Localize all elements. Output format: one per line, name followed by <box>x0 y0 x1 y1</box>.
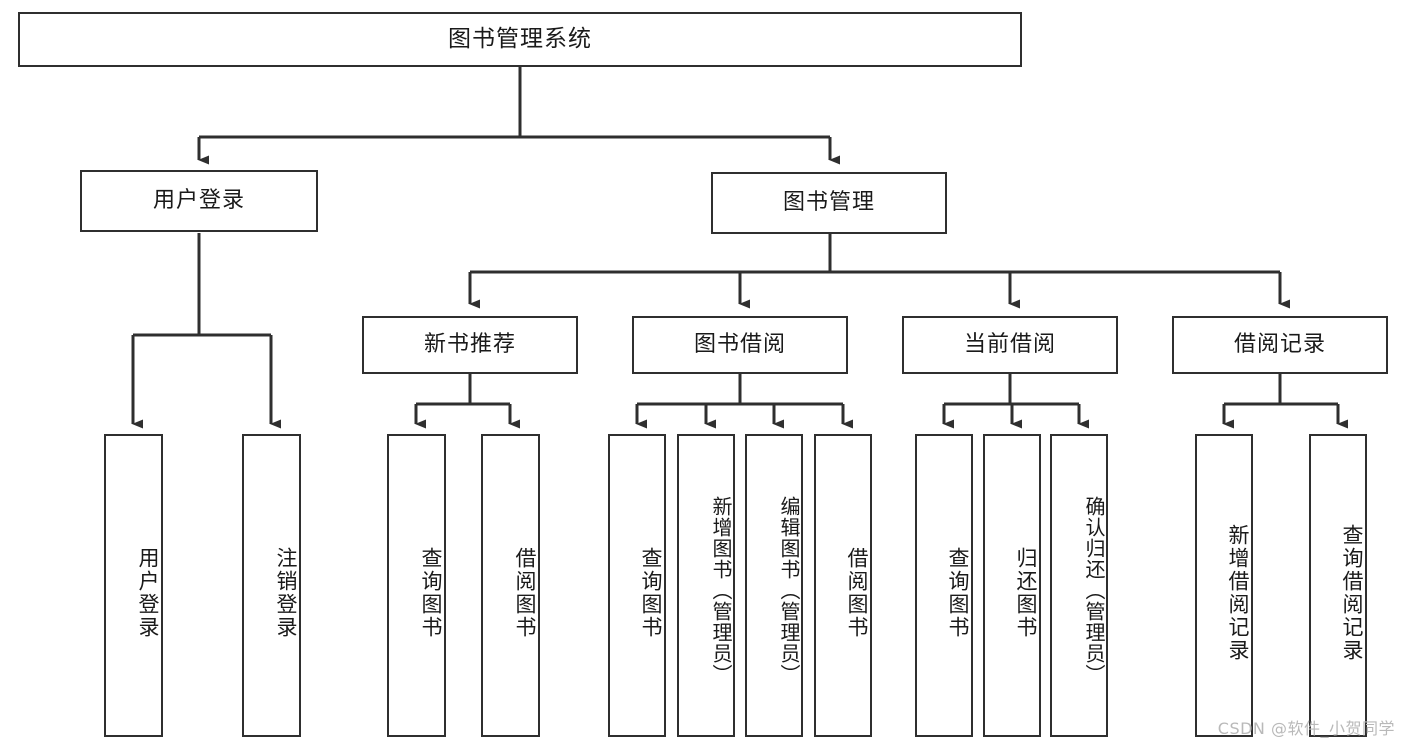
node-borrow-record[interactable]: 借阅记录 <box>1172 316 1388 374</box>
leaf-new-book-borrow[interactable]: 借阅图书 <box>481 434 540 737</box>
leaf-current-borrow-return[interactable]: 归还图书 <box>983 434 1041 737</box>
node-new-book-recommend[interactable]: 新书推荐 <box>362 316 578 374</box>
leaf-new-book-query[interactable]: 查询图书 <box>387 434 446 737</box>
leaf-book-borrow-edit[interactable]: 编辑图书（管理员） <box>745 434 803 737</box>
watermark-text: CSDN @软件_小贺同学 <box>1217 719 1395 738</box>
leaf-borrow-record-add[interactable]: 新增借阅记录 <box>1195 434 1253 737</box>
node-book-borrow[interactable]: 图书借阅 <box>632 316 848 374</box>
node-root-system[interactable]: 图书管理系统 <box>18 12 1022 67</box>
leaf-book-borrow-borrow[interactable]: 借阅图书 <box>814 434 872 737</box>
node-book-management[interactable]: 图书管理 <box>711 172 947 234</box>
leaf-user-login-logout[interactable]: 注销登录 <box>242 434 301 737</box>
node-current-borrow[interactable]: 当前借阅 <box>902 316 1118 374</box>
node-user-login[interactable]: 用户登录 <box>80 170 318 232</box>
leaf-borrow-record-query[interactable]: 查询借阅记录 <box>1309 434 1367 737</box>
leaf-book-borrow-add[interactable]: 新增图书（管理员） <box>677 434 735 737</box>
leaf-current-borrow-confirm-return[interactable]: 确认归还（管理员） <box>1050 434 1108 737</box>
leaf-book-borrow-query[interactable]: 查询图书 <box>608 434 666 737</box>
leaf-user-login-login[interactable]: 用户登录 <box>104 434 163 737</box>
leaf-current-borrow-query[interactable]: 查询图书 <box>915 434 973 737</box>
